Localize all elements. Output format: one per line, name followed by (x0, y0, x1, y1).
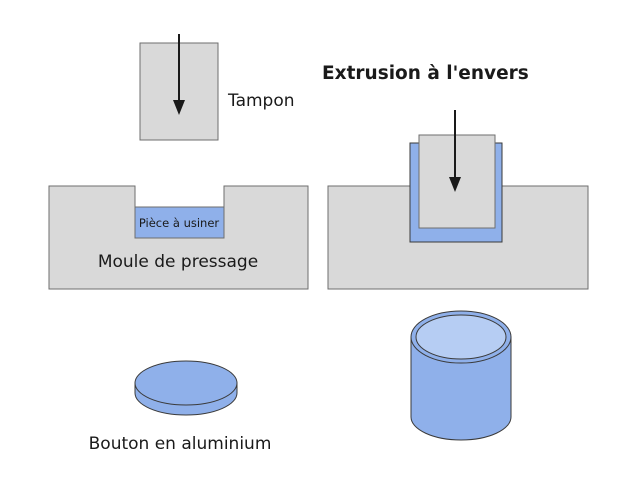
workpiece (134, 206, 225, 239)
die (48, 185, 309, 290)
workpiece-label: Pièce à usiner (139, 216, 220, 230)
punch-right-arrowhead (449, 177, 461, 192)
diagram-title: Extrusion à l'envers (322, 63, 529, 84)
die-label: Moule de pressage (98, 252, 258, 272)
slug-label: Bouton en aluminium (89, 434, 272, 454)
punch-arrowhead (173, 100, 185, 115)
punch-label: Tampon (227, 91, 295, 111)
extruded-cup (410, 310, 512, 441)
punch (139, 34, 219, 141)
aluminium-slug (134, 360, 238, 416)
